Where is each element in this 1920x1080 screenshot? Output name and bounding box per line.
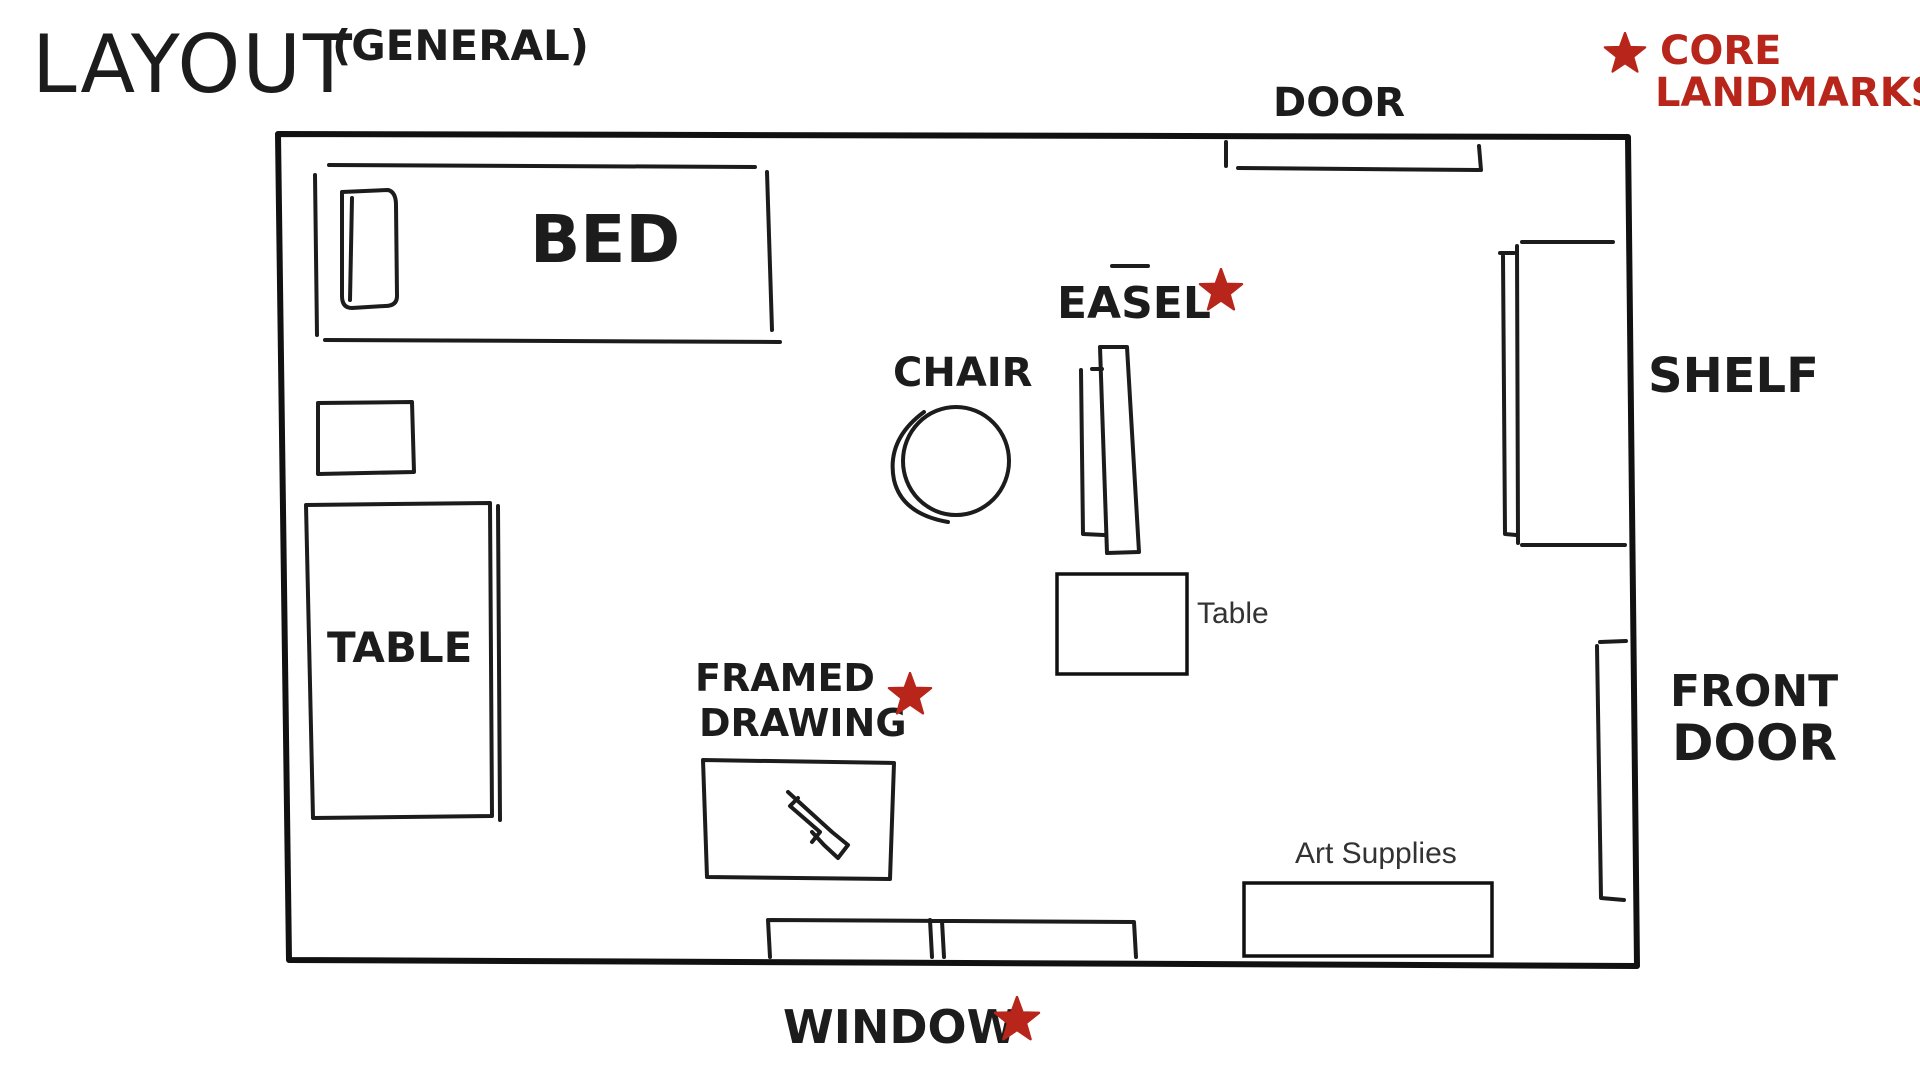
chair: CHAIR: [890, 350, 1032, 524]
shelf: SHELF: [1498, 240, 1819, 547]
table-center: Table: [1055, 572, 1269, 676]
framed-drawing-label-line1: FRAMED: [695, 656, 875, 700]
table-center-label: Table: [1197, 597, 1269, 630]
front-door: FRONT DOOR: [1595, 639, 1838, 902]
framed-drawing-label-line2: DRAWING: [699, 701, 907, 745]
core-landmarks-legend: CORE LANDMARKS: [1603, 28, 1920, 116]
legend-line1: CORE: [1660, 28, 1781, 74]
diagram-title: LAYOUT (GENERAL): [32, 18, 589, 111]
nightstand: [316, 400, 416, 476]
title-sub: (GENERAL): [332, 21, 589, 70]
legend-line2: LANDMARKS: [1655, 70, 1920, 116]
bed-label: BED: [530, 201, 680, 278]
window-label: WINDOW: [783, 1000, 1017, 1054]
table-left: TABLE: [304, 501, 502, 822]
bed: BED: [313, 163, 782, 344]
door-label: DOOR: [1273, 80, 1405, 126]
shelf-label: SHELF: [1648, 348, 1819, 404]
star-icon: [1603, 32, 1647, 73]
easel-label: EASEL: [1057, 278, 1211, 329]
title-main: LAYOUT: [32, 18, 354, 111]
door-top: DOOR: [1224, 80, 1483, 172]
front-door-label-line1: FRONT: [1670, 666, 1838, 717]
chair-label: CHAIR: [893, 350, 1032, 396]
table-left-label: TABLE: [327, 623, 472, 672]
easel: EASEL: [1057, 264, 1244, 555]
window: WINDOW: [766, 918, 1138, 1054]
front-door-label-line2: DOOR: [1672, 714, 1837, 772]
art-supplies-label: Art Supplies: [1295, 837, 1457, 870]
room-outline: [275, 131, 1640, 969]
art-supplies: Art Supplies: [1242, 837, 1494, 958]
framed-drawing: FRAMED DRAWING: [695, 656, 933, 881]
